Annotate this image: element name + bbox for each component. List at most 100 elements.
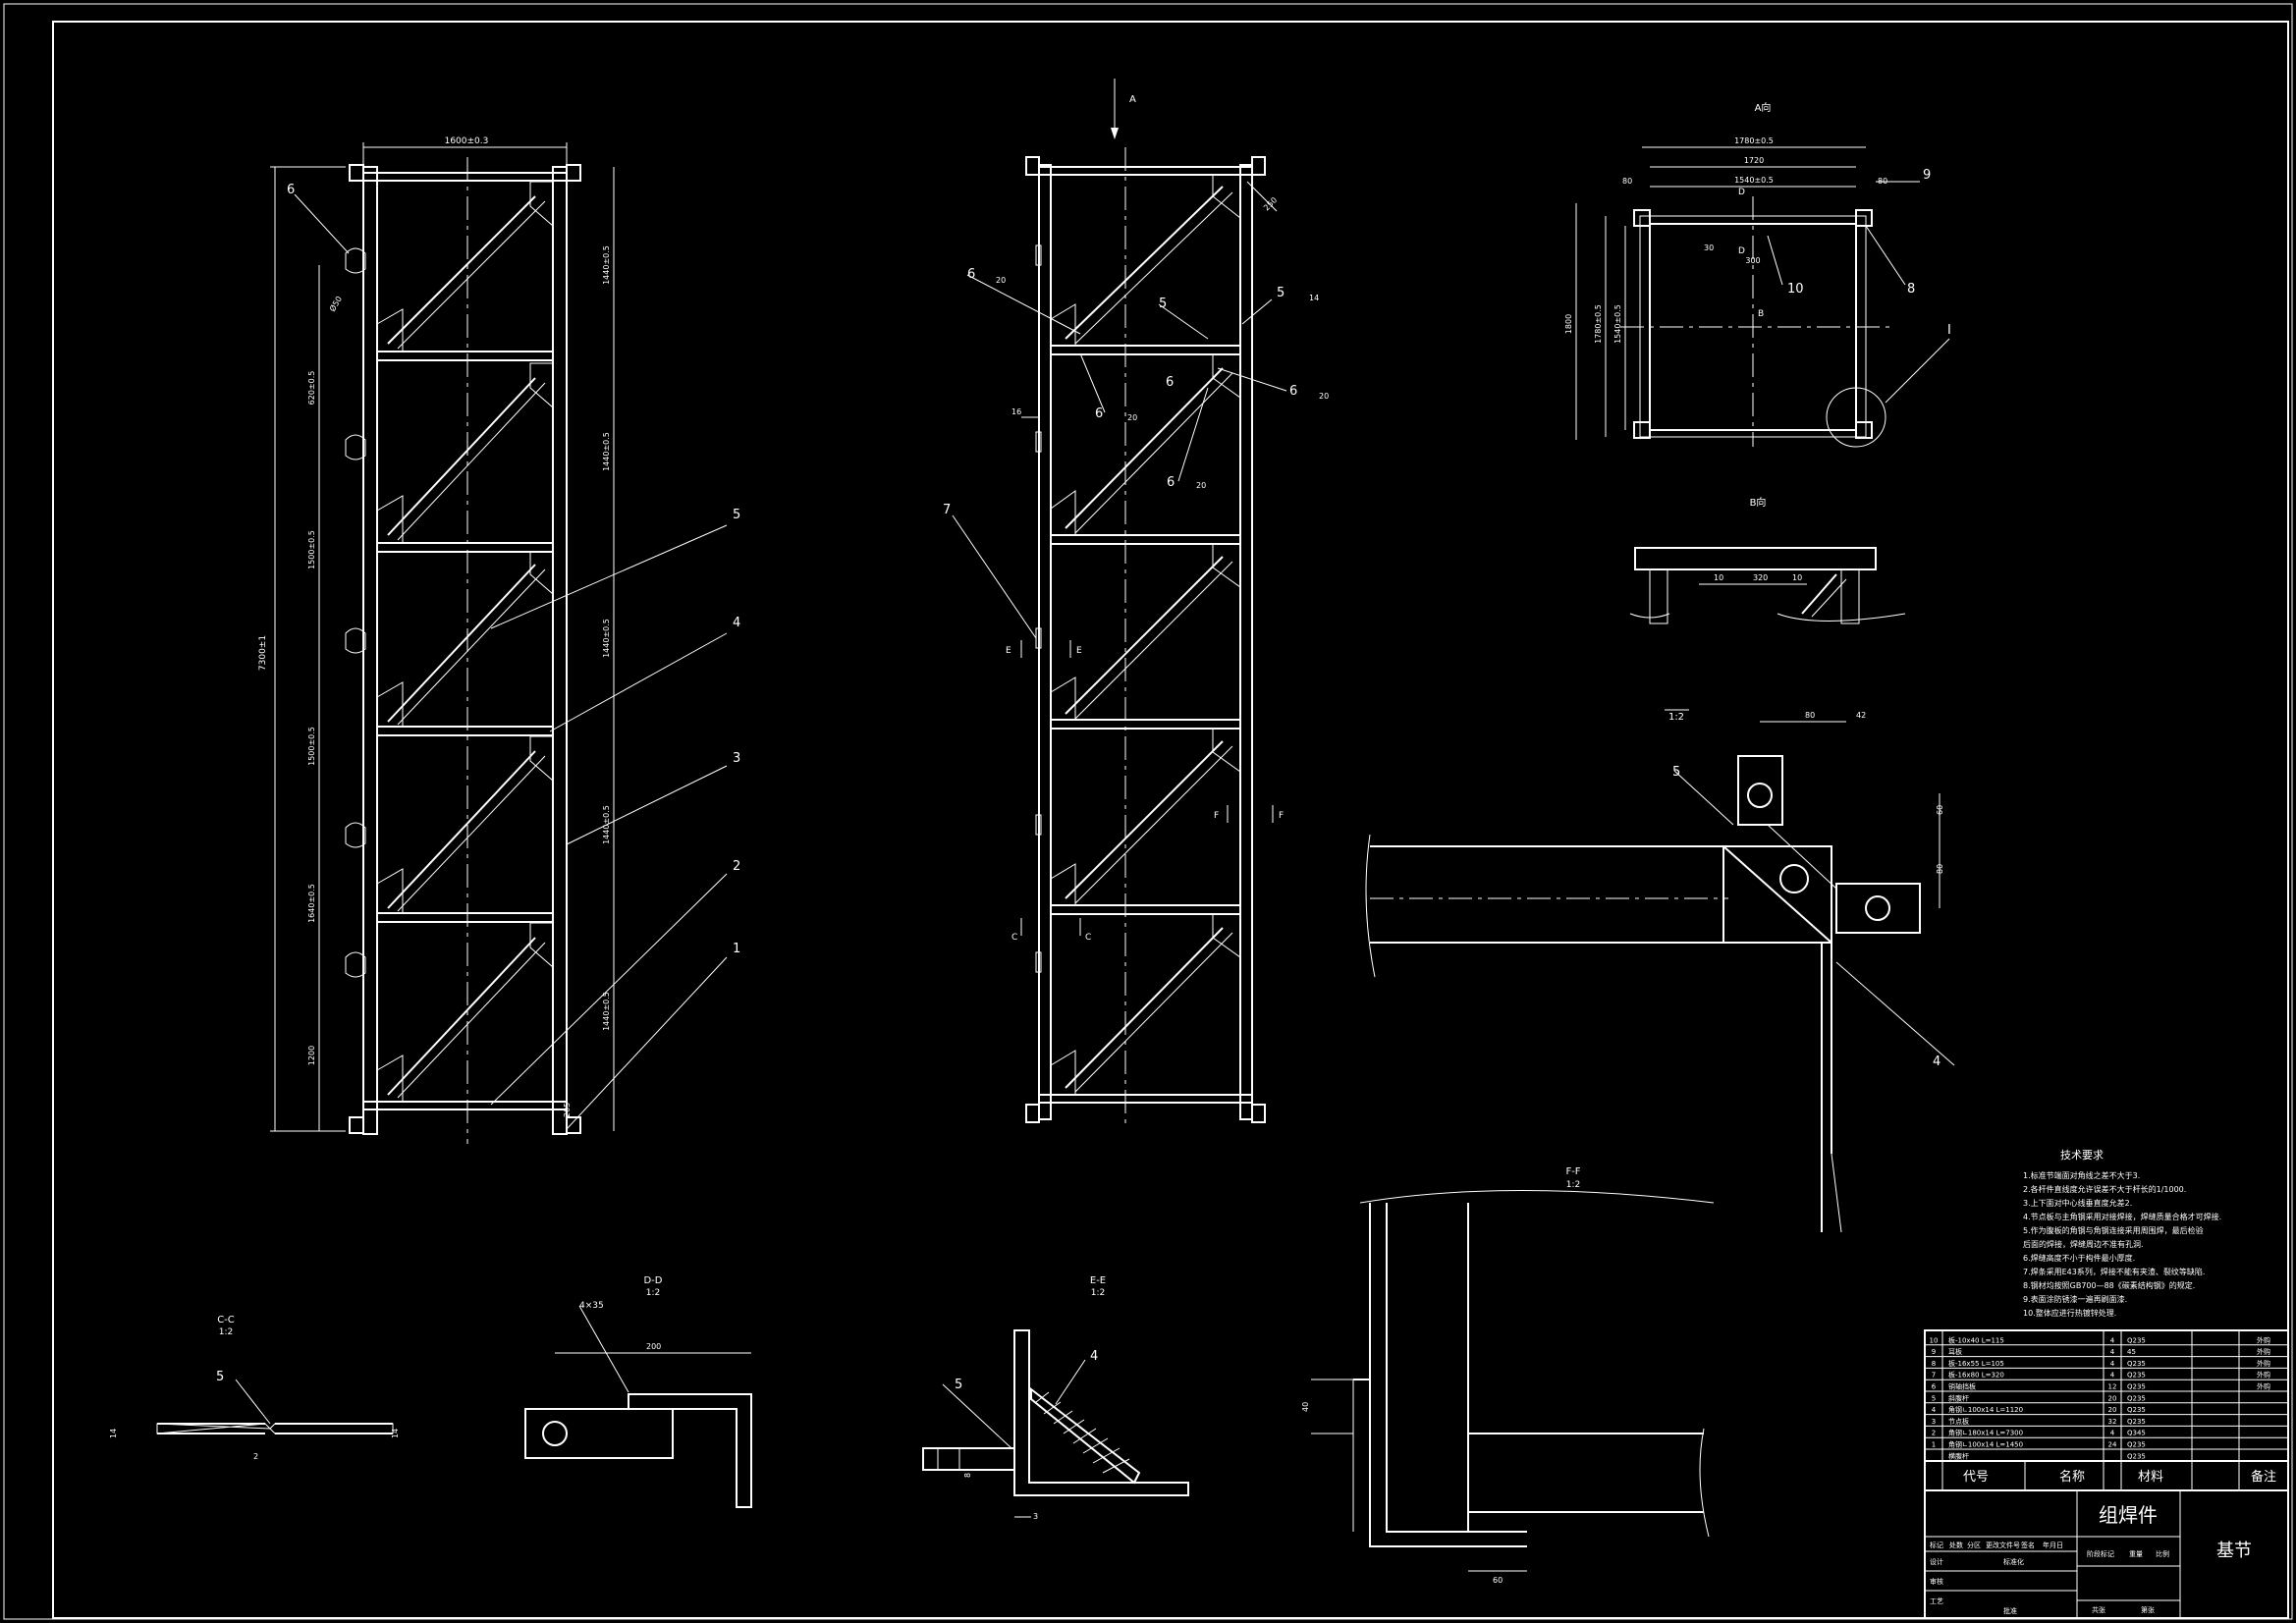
parts-cell-no: 2 — [1932, 1430, 1936, 1437]
parts-cell-qty: 4 — [2110, 1372, 2115, 1380]
sec-mark-c2: C — [1085, 933, 1091, 943]
parts-cell-qty: 4 — [2110, 1336, 2115, 1344]
section-cc-dim-gap: 2 — [253, 1452, 258, 1461]
tech-item-8: 7.焊条采用E43系列，焊接不能有夹渣、裂纹等缺陷. — [2023, 1267, 2205, 1276]
view-a-dim-80l: 80 — [1622, 177, 1632, 186]
view-a-dim-v1: 1800 — [1564, 314, 1573, 334]
section-ff: F-F 1:2 40 60 — [1301, 1166, 1715, 1585]
parts-cell-no: 10 — [1930, 1336, 1939, 1344]
parts-cell-remark: 外购 — [2257, 1335, 2270, 1344]
section-dd-dim-200: 200 — [646, 1342, 661, 1351]
sec-mark-c1: C — [1011, 933, 1017, 943]
parts-cell-name: 角钢∟100x14 L=1450 — [1948, 1440, 2023, 1449]
parts-cell-material: Q235 — [2127, 1383, 2146, 1391]
weld-6-d: 6 — [1095, 406, 1103, 421]
section-ee-label: E-E — [1090, 1275, 1106, 1286]
parts-cell-no: 3 — [1932, 1418, 1936, 1426]
parts-cell-name: 板-16x80 L=320 — [1948, 1371, 2004, 1380]
parts-cell-name: 角钢∟100x14 L=1120 — [1948, 1405, 2023, 1414]
parts-cell-qty: 4 — [2110, 1360, 2115, 1368]
section-dd-scale: 1:2 — [646, 1288, 660, 1298]
weld-5-b: 5 — [1277, 286, 1285, 300]
weld-len-3: 20 — [1196, 481, 1206, 490]
side-bay-dim-2: 1440±0.5 — [602, 432, 611, 471]
tech-item-11: 10.整体应进行热镀锌处理. — [2023, 1308, 2116, 1318]
section-ff-dim-60: 60 — [1493, 1576, 1503, 1585]
parts-cell-no: 8 — [1932, 1360, 1936, 1368]
header-remark: 备注 — [2251, 1469, 2276, 1485]
weld-6-e: 6 — [1167, 475, 1175, 490]
approval-zone: 分区 — [1967, 1541, 1981, 1549]
front-corner-dim: 250 — [1262, 195, 1279, 212]
parts-cell-name: 节点板 — [1948, 1417, 1969, 1426]
callout-7: 7 — [943, 503, 951, 517]
approval-change: 更改文件号 — [1986, 1541, 2020, 1549]
parts-cell-material: Q235 — [2127, 1360, 2146, 1368]
front-gusset-plates — [1050, 174, 1241, 1096]
tech-item-9: 8.钢材均按照GB700—88《碳素结构钢》的规定. — [2023, 1280, 2195, 1290]
section-ee-dim-8: 8 — [963, 1473, 972, 1478]
callout-4: 4 — [733, 616, 740, 630]
tech-item-3: 3.上下面对中心线垂直度允差2. — [2023, 1198, 2132, 1208]
side-view: 1600±0.3 7300±1 620±0.5 1500±0.5 1500±0.… — [258, 136, 740, 1144]
parts-cell-name: 斜腹杆 — [1948, 1393, 1969, 1402]
side-horizontal-braces — [376, 351, 554, 923]
view-a-sec-d1: D — [1738, 188, 1745, 197]
side-bay-dim-1: 1440±0.5 — [602, 245, 611, 285]
view-a-dim-300: 300 — [1745, 256, 1760, 265]
detail-i-dim-60: 60 — [1936, 805, 1944, 815]
approval-sign: 签名 — [2021, 1541, 2035, 1549]
parts-cell-qty: 4 — [2110, 1348, 2115, 1356]
parts-cell-remark: 外购 — [2257, 1371, 2270, 1380]
view-a-callout-i: I — [1947, 323, 1951, 338]
sec-mark-e2: E — [1076, 646, 1082, 656]
side-diagonal-braces — [387, 195, 546, 1099]
parts-cell-name: 销轴挡板 — [1948, 1382, 1976, 1391]
callout-6: 6 — [287, 183, 295, 197]
parts-cell-remark: 外购 — [2257, 1382, 2270, 1391]
approval-date: 年月日 — [2043, 1541, 2063, 1549]
front-weld-symbols: 6 5 5 6 6 6 6 20 20 20 14 20 — [966, 267, 1329, 490]
view-b: B向 10 320 10 — [1629, 496, 1906, 624]
weld-5-a: 5 — [1159, 297, 1167, 311]
parts-cell-material: Q235 — [2127, 1336, 2146, 1344]
drawing-title: 组焊件 — [2099, 1503, 2158, 1527]
approval-design: 设计 — [1930, 1557, 1943, 1566]
view-a-callout-10: 10 — [1787, 282, 1804, 297]
tech-title: 技术要求 — [2060, 1149, 2104, 1162]
section-ff-scale: 1:2 — [1566, 1180, 1580, 1190]
view-a-callout-8: 8 — [1907, 282, 1915, 297]
pin-diameter-dim: Ø50 — [327, 295, 344, 313]
view-a-dim-30: 30 — [1704, 243, 1714, 252]
view-arrow-a: A — [1129, 94, 1136, 105]
parts-cell-name: 角钢∟180x14 L=7300 — [1948, 1429, 2023, 1437]
section-cc-label: C-C — [217, 1315, 235, 1325]
sec-mark-f1: F — [1214, 811, 1219, 821]
approval-count: 处数 — [1949, 1541, 1963, 1549]
side-left-dim-5: 1500±0.5 — [307, 530, 316, 569]
header-material: 材料 — [2138, 1470, 2163, 1485]
section-cc-dim-left: 14 — [109, 1429, 118, 1438]
weld-len-5: 20 — [1319, 392, 1329, 401]
parts-cell-qty: 12 — [2108, 1383, 2117, 1391]
view-b-label: B向 — [1750, 496, 1767, 509]
section-ee-dim-3: 3 — [1033, 1512, 1038, 1521]
parts-cell-no: 6 — [1932, 1383, 1937, 1391]
scale: 比例 — [2156, 1549, 2169, 1558]
parts-cell-qty: 20 — [2108, 1394, 2117, 1402]
weld-6-c: 6 — [1289, 384, 1297, 399]
view-a-dim-v3: 1540±0.5 — [1613, 304, 1622, 344]
part-name: 基节 — [2216, 1541, 2252, 1561]
view-a: A向 1780±0.5 1720 1540±0.5 80 80 1800 178… — [1564, 101, 1951, 448]
side-height-dim: 7300±1 — [258, 635, 268, 671]
parts-cell-no: 7 — [1932, 1372, 1936, 1380]
section-ee-weld-5: 5 — [955, 1378, 962, 1392]
parts-cell-qty: 32 — [2108, 1418, 2117, 1426]
tech-requirements: 技术要求 1.标准节端面对角线之差不大于3. 2.各杆件直线度允许误差不大于杆长… — [2023, 1149, 2221, 1318]
parts-cell-name: 耳板 — [1948, 1347, 1962, 1356]
sec-mark-e1: E — [1006, 646, 1011, 656]
weld-len-1: 20 — [1127, 413, 1137, 422]
section-cc: C-C 1:2 5 14 2 14 — [109, 1315, 400, 1461]
